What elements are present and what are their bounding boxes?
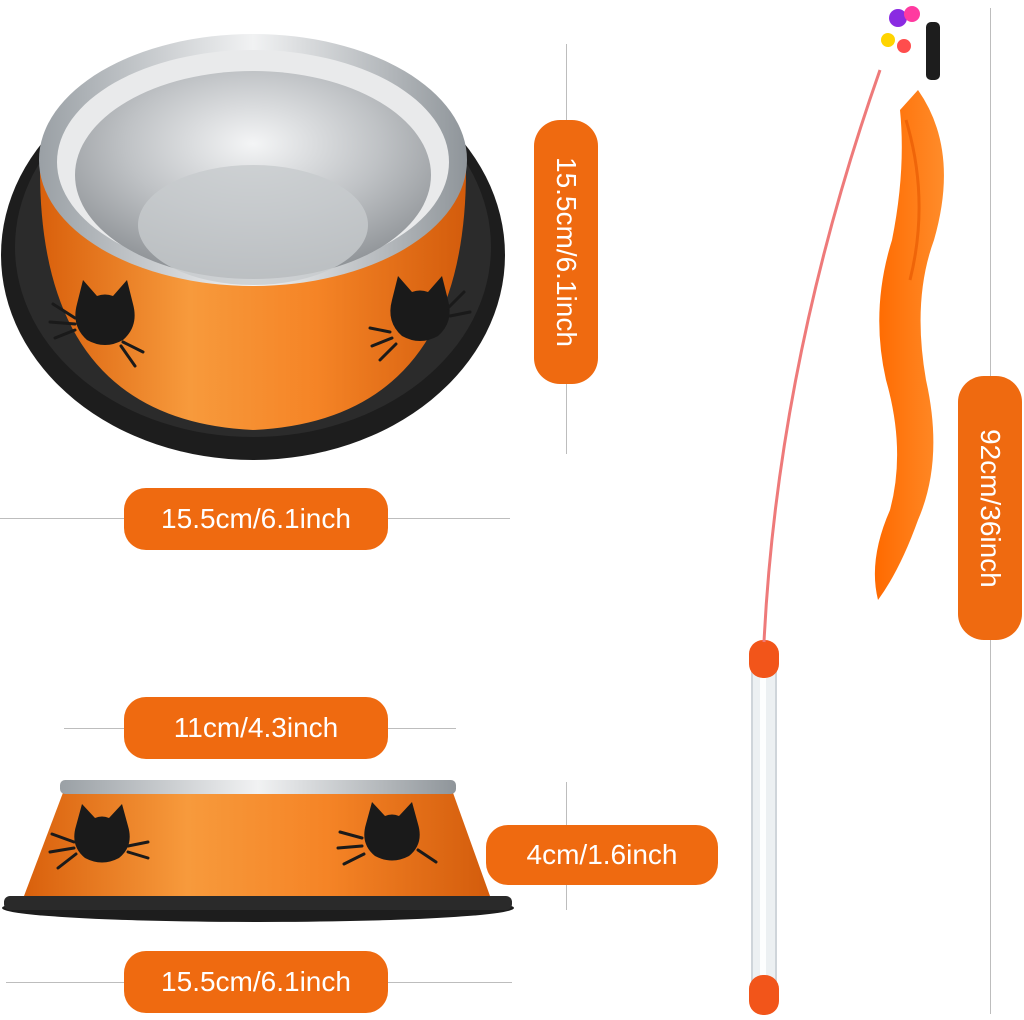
wand-length-label: 92cm/36inch — [958, 376, 1022, 640]
pompom-icon — [897, 39, 911, 53]
bowl-height-label: 15.5cm/6.1inch — [534, 120, 598, 384]
cat-head-silhouette-icon — [48, 804, 150, 870]
cat-head-silhouette-icon — [48, 280, 145, 368]
bowl-base-width-label: 15.5cm/6.1inch — [124, 951, 388, 1013]
bowl-top-width-label: 15.5cm/6.1inch — [124, 488, 388, 550]
cat-teaser-wand — [749, 6, 944, 1015]
bowl-side-view — [2, 780, 514, 922]
bell-icon — [926, 22, 940, 80]
cat-head-silhouette-icon — [336, 802, 438, 866]
bowl-side-height-label: 4cm/1.6inch — [486, 825, 718, 885]
cat-head-silhouette-icon — [368, 276, 472, 362]
bowl-inner-width-label: 11cm/4.3inch — [124, 697, 388, 759]
pompom-icon — [881, 33, 895, 47]
pompom-icon — [904, 6, 920, 22]
bowl-top-view — [1, 34, 505, 460]
pompom-icon — [889, 9, 907, 27]
